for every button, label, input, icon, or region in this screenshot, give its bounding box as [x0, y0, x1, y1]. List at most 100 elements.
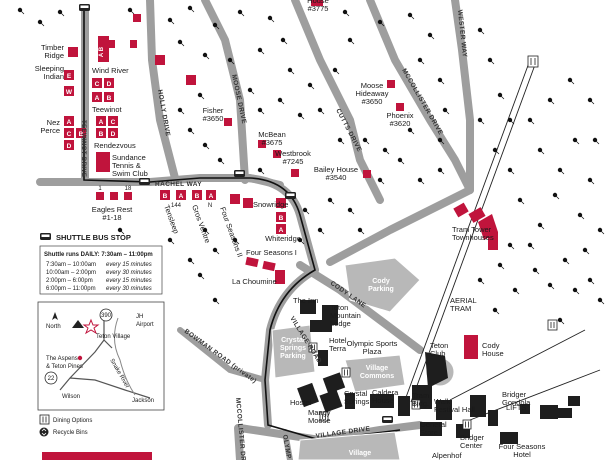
label-the-inn: The Inn: [293, 296, 318, 305]
road-rachel: RACHEL WAY: [155, 181, 202, 188]
label-four-seasons-i: Four Seasons I: [246, 248, 297, 257]
inset-teton-village: Teton Village: [96, 334, 131, 340]
legend: SHUTTLE BUS STOP Shuttle runs DAILY: 7:3…: [39, 233, 163, 437]
unit-teewinot-c: C: [111, 119, 116, 126]
teton-village-star-icon: [82, 318, 100, 335]
bowman-road: [177, 327, 268, 383]
bus-stops: [79, 4, 393, 423]
mccollister-top-road: [366, 0, 474, 194]
road-bowman: BOWMAN ROAD (private): [183, 328, 258, 385]
holly-drive-road: [146, 0, 179, 182]
red-buildings: [42, 0, 498, 460]
label-village: Village: [349, 450, 372, 457]
unit-sleeping-w: W: [66, 89, 73, 96]
unit-numbers: 1 18 144 N: [98, 186, 212, 209]
unit-fs-b1: B: [163, 193, 168, 200]
tram-lines: [404, 59, 601, 421]
bus-stop-icon: [234, 170, 245, 177]
schedule-frequency: every 30 minutes: [106, 270, 152, 276]
crystal-springs-parking-area: [271, 324, 316, 379]
village-commons-area: [344, 354, 406, 393]
dining-icon: [319, 411, 329, 422]
unit-teewinot-b: B: [99, 131, 104, 138]
route-22-shield: 22: [44, 371, 58, 385]
olymp-road: [282, 429, 293, 460]
unit-whiteridge-b: B: [279, 215, 284, 222]
fs-num-144: 144: [171, 203, 182, 209]
label-teewinot: Teewinot: [92, 105, 123, 114]
schedule-time: 2:00pm – 6:00pm: [46, 278, 93, 284]
dining-icon: [462, 419, 472, 430]
wind-river-tall: [98, 36, 109, 62]
fs-num-n: N: [208, 203, 212, 209]
plazas: [271, 257, 455, 460]
road-teewinot: TEEWINOT DRIVE: [80, 120, 86, 177]
label-snowridge: Snowridge: [253, 200, 288, 209]
unit-nez-d: D: [67, 143, 72, 150]
inset-frame: [37, 301, 165, 411]
village-area: [297, 431, 401, 460]
dark-buildings: [297, 300, 580, 444]
label-alpenhof: Alpenhof: [432, 451, 463, 460]
banner-title: JACKSON: [44, 451, 149, 460]
label-hostel: Hostel: [290, 398, 312, 407]
inset-roads: [59, 312, 151, 399]
legend-recycle: Recycle Bins: [53, 430, 88, 436]
label-wind-river: Wind River: [92, 66, 129, 75]
label-lifts: LIFTS: [506, 403, 526, 412]
svg-text:22: 22: [48, 376, 55, 382]
label-four-seasons-ii: Four Seasons II: [218, 206, 245, 259]
cody-lane-road: [296, 261, 424, 354]
schedule-time: 7:30am – 10:00am: [46, 262, 96, 268]
unit-wind-river-c1: C: [95, 81, 100, 88]
trees: [17, 5, 605, 325]
unit-nez-a: A: [67, 119, 72, 126]
village-drive-road: [236, 421, 424, 444]
schedule-box: [39, 245, 163, 295]
bus-stop-icon: [139, 178, 150, 185]
unit-wind-river-b: B: [107, 95, 112, 102]
dining-icon: [308, 342, 318, 353]
bus-stop-icon: [285, 192, 296, 199]
schedule-frequency: every 30 minutes: [106, 286, 152, 292]
unit-fs-b2: B: [195, 193, 200, 200]
inset-wilson: Wilson: [62, 394, 80, 400]
unit-nez-c: C: [67, 131, 72, 138]
legend-bus-title: SHUTTLE BUS STOP: [56, 233, 131, 242]
label-bailey-house: Bailey House#3540: [314, 165, 358, 182]
unit-whiteridge-a: A: [279, 227, 284, 234]
label-fisher: Fisher#3650: [203, 106, 224, 123]
mccollister-bottom-road: [234, 424, 244, 460]
unit-sleeping-e: E: [67, 73, 72, 80]
unit-wind-river-a: A: [95, 95, 100, 102]
inset-river: [114, 317, 136, 396]
dining-icons: [308, 55, 558, 430]
mountain-icon: [72, 320, 84, 328]
road-olymp: OLYMP: [281, 434, 292, 460]
label-phoenix: Phoenix#3620: [386, 111, 413, 128]
unit-letters: C D A B A B E W A C B D A B C D B A B A …: [66, 46, 284, 234]
unit-teewinot-d: D: [111, 131, 116, 138]
label-gros-ventre: Gros Ventre: [190, 204, 212, 245]
